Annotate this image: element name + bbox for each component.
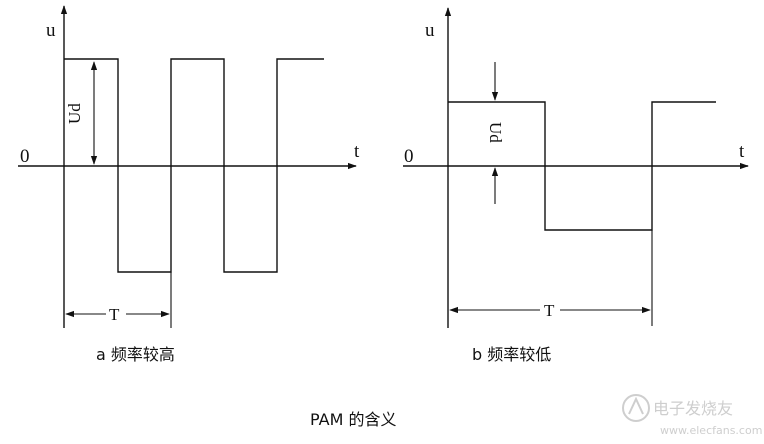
panel-a-axis-u-label: u [46, 20, 56, 41]
panel-a: u t 0 Ud T a 频率较高 [18, 5, 360, 364]
panel-b: u t 0 Ud T b 频率较低 [403, 7, 749, 364]
panel-b-axis-t-label: t [739, 141, 745, 162]
panel-a-axis-t-label: t [354, 141, 360, 162]
watermark: 电子发烧友 www.elecfans.com [622, 394, 762, 437]
watermark-logo-icon [622, 394, 650, 422]
panel-a-amplitude-label: Ud [65, 103, 84, 124]
watermark-url: www.elecfans.com [660, 424, 762, 437]
panel-b-period-label: T [544, 301, 555, 320]
panel-a-origin-label: 0 [20, 146, 30, 167]
panel-a-caption: a 频率较高 [96, 345, 175, 364]
watermark-text: 电子发烧友 [653, 399, 733, 418]
panel-b-origin-label: 0 [404, 146, 414, 167]
panel-b-caption: b 频率较低 [472, 345, 551, 364]
panel-a-waveform [64, 58, 324, 273]
panel-b-amplitude-label: Ud [486, 122, 505, 143]
panel-a-period-label: T [109, 305, 120, 324]
panel-a-period-label-bg [106, 304, 126, 324]
figure-title: PAM 的含义 [310, 410, 396, 429]
panel-b-period-label-bg [540, 300, 560, 320]
panel-b-waveform [448, 101, 716, 231]
panel-b-axis-u-label: u [425, 20, 435, 41]
